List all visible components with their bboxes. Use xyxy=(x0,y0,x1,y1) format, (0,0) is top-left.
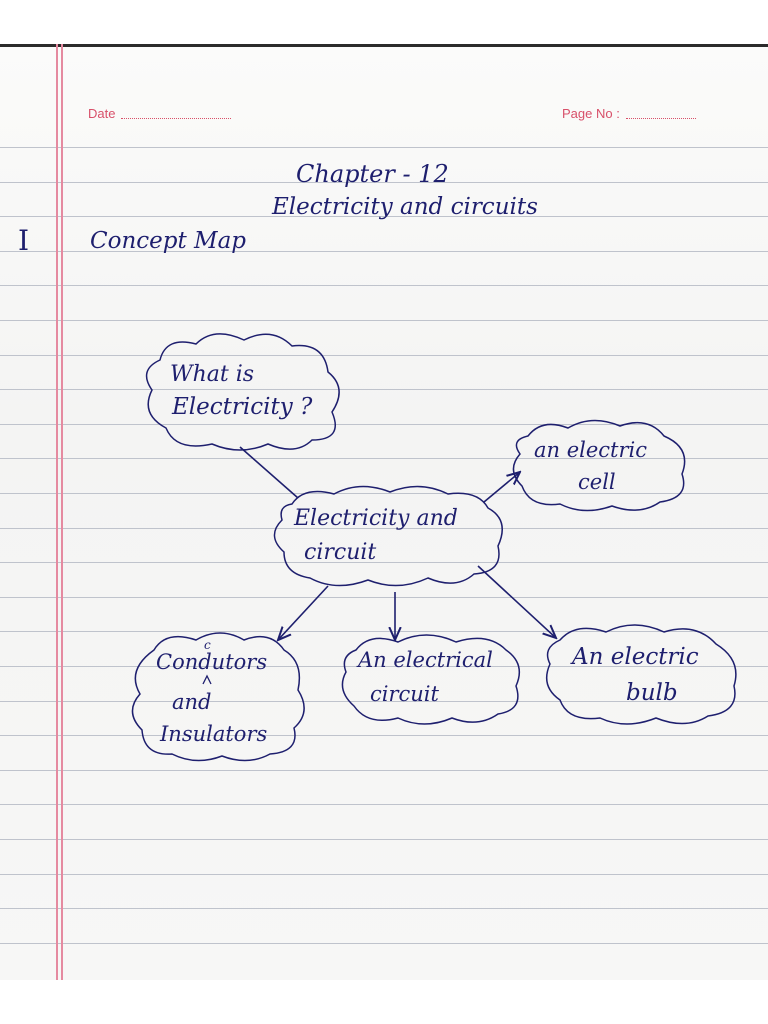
node-center-line2: circuit xyxy=(304,540,377,565)
date-field: Date xyxy=(88,106,232,121)
ruled-line xyxy=(0,908,768,909)
date-label: Date xyxy=(88,106,116,121)
ruled-line xyxy=(0,874,768,875)
node-electrical-circuit-line1: An electrical xyxy=(358,648,493,672)
cloud-conductors-and-insulators xyxy=(131,632,305,762)
section-number: I xyxy=(18,224,30,257)
ruled-line xyxy=(0,770,768,771)
ruled-line xyxy=(0,424,768,425)
ruled-line xyxy=(0,804,768,805)
ruled-line xyxy=(0,597,768,598)
page-top-edge xyxy=(0,0,768,44)
ruled-line xyxy=(0,666,768,667)
page-number-label: Page No : xyxy=(562,106,620,121)
section-heading: Concept Map xyxy=(90,228,247,254)
node-conductors-insert-mark: c xyxy=(204,638,211,652)
ruled-line xyxy=(0,182,768,183)
cloud-center-electricity-and-circuit xyxy=(273,485,503,587)
cloud-electrical-circuit xyxy=(341,634,521,725)
ruled-line xyxy=(0,701,768,702)
chapter-number: Chapter - 12 xyxy=(296,160,449,188)
cloud-electric-bulb xyxy=(545,624,737,725)
connector-center-to-conductors xyxy=(278,585,329,640)
cloud-electric-cell xyxy=(512,419,686,512)
chapter-title: Electricity and circuits xyxy=(272,194,538,220)
node-bulb-line1: An electric xyxy=(572,644,699,670)
ruled-line xyxy=(0,251,768,252)
node-center-line1: Electricity and xyxy=(294,506,458,531)
connector-center-to-cell xyxy=(483,472,520,503)
ruled-line xyxy=(0,839,768,840)
ruled-line xyxy=(0,285,768,286)
insertion-caret xyxy=(202,674,212,685)
node-what-is-line1: What is xyxy=(170,362,255,387)
node-conductors-line1: Condutors xyxy=(156,650,268,674)
page-bottom-edge xyxy=(0,980,768,1024)
ruled-line xyxy=(0,493,768,494)
ruled-line xyxy=(0,389,768,390)
ruled-line xyxy=(0,355,768,356)
ruled-line xyxy=(0,735,768,736)
ruled-line xyxy=(0,147,768,148)
ruled-paper xyxy=(0,44,768,983)
ruled-line xyxy=(0,943,768,944)
node-electrical-circuit-line2: circuit xyxy=(370,682,439,706)
ruled-line xyxy=(0,528,768,529)
node-conductors-line3: Insulators xyxy=(160,722,268,746)
margin-line xyxy=(56,44,66,980)
connector-center-to-what-is xyxy=(239,446,299,499)
connector-center-to-bulb xyxy=(477,565,556,638)
node-bulb-line2: bulb xyxy=(626,680,678,706)
page-number-field: Page No : xyxy=(562,106,696,121)
ruled-line xyxy=(0,562,768,563)
node-cell-line1: an electric xyxy=(534,438,648,462)
ruled-line xyxy=(0,320,768,321)
ruled-line xyxy=(0,631,768,632)
node-conductors-line2: and xyxy=(172,690,212,714)
node-what-is-line2: Electricity ? xyxy=(172,394,313,420)
cloud-what-is-electricity xyxy=(145,333,340,451)
ruled-line xyxy=(0,458,768,459)
ruled-line xyxy=(0,216,768,217)
node-cell-line2: cell xyxy=(578,470,616,494)
